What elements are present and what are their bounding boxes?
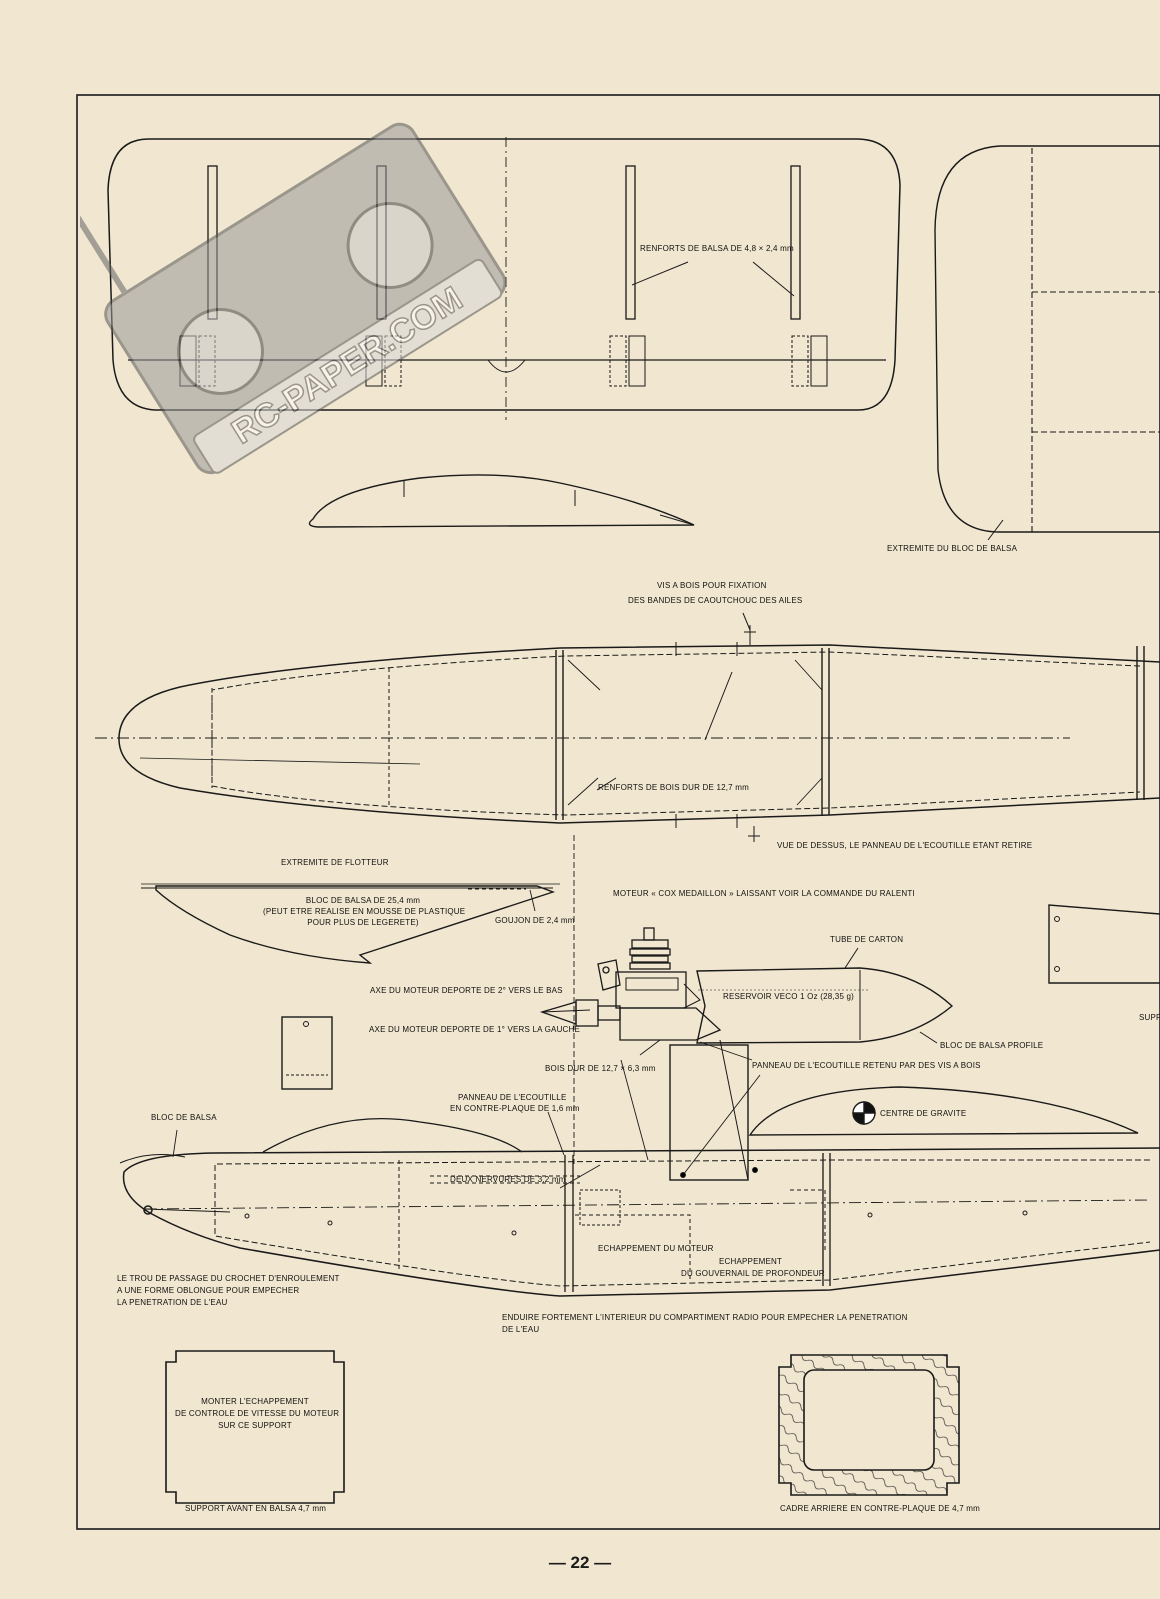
fuselage-top-bulkheads [211,625,1145,842]
reinforcement-leaders [631,261,795,297]
motor-label: MOTEUR « COX MEDAILLON » LAISSANT VOIR L… [613,889,915,898]
fuselage-top-view [95,644,1160,824]
profiled-block-leader [919,1031,938,1044]
joystick-right-icon [346,201,434,289]
balsa-block-label: BLOC DE BALSA [151,1113,217,1122]
front-support-line1: MONTER L'ECHAPPEMENT [201,1397,309,1406]
dowel-leader [529,889,536,912]
screw-label-line2: DES BANDES DE CAOUTCHOUC DES AILES [628,596,803,605]
front-support-outline [165,1350,345,1504]
wing-tip-plan [934,145,1160,533]
rear-frame-drawing [778,1354,960,1496]
support-partial-label: SUPP [1139,1013,1160,1022]
float-block-line3: POUR PLUS DE LEGERETE) [307,918,419,927]
block-end-leader [987,519,1004,541]
hardwood-reinforcement-label: RENFORTS DE BOIS DUR DE 12,7 mm [598,783,749,792]
servo-plate-part [281,1016,333,1090]
float-block-line1: BLOC DE BALSA DE 25,4 mm [305,896,421,905]
top-view-leaders [596,612,751,791]
hole-note-line1: LE TROU DE PASSAGE DU CROCHET D'ENROULEM… [117,1274,340,1283]
dowel-label: GOUJON DE 2,4 mm [495,916,575,925]
tank-label: RESERVOIR VECO 1 Oz (28,35 g) [723,992,855,1001]
engine-drawing [539,927,722,1041]
side-view-bulkheads [244,1153,1028,1292]
gravity-center-label: CENTRE DE GRAVITE [880,1109,967,1118]
screw-label-line1: VIS A BOIS POUR FIXATION [657,581,767,590]
block-end-label: EXTREMITE DU BLOC DE BALSA [887,544,1018,553]
antenna-icon [80,215,128,295]
front-support-line2: DE CONTROLE DE VITESSE DU MOTEUR [175,1409,340,1418]
rear-frame-caption: CADRE ARRIERE EN CONTRE-PLAQUE DE 4,7 mm [780,1504,981,1513]
float-block-line2: (PEUT ETRE REALISE EN MOUSSE DE PLASTIQU… [263,907,466,916]
front-support-caption: SUPPORT AVANT EN BALSA 4,7 mm [185,1504,327,1513]
cardboard-tube-label: TUBE DE CARTON [830,935,904,944]
page-number: — 22 — [548,1553,612,1572]
hatch-label-line2: EN CONTRE-PLAQUE DE 1,6 mm [450,1104,580,1113]
elevator-exhaust-line2: DU GOUVERNAIL DE PROFONDEUR [681,1269,825,1278]
wing-reinforcement-label: RENFORTS DE BALSA DE 4,8 × 2,4 mm [640,244,794,253]
plan-border [76,94,1160,1530]
axis-left-label: AXE DU MOTEUR DEPORTE DE 1° VERS LA GAUC… [369,1025,581,1034]
hardwood-mount-label: BOIS DUR DE 12,7 × 6,3 mm [545,1064,656,1073]
hatch-label-line1: PANNEAU DE L'ECOUTILLE [458,1093,567,1102]
tube-leader [844,947,859,969]
float-tip-title: EXTREMITE DE FLOTTEUR [281,858,389,867]
motor-mount [669,1039,749,1181]
axis-down-label: AXE DU MOTEUR DEPORTE DE 2° VERS LE BAS [370,986,563,995]
profiled-block-label: BLOC DE BALSA PROFILE [940,1041,1044,1050]
canopy-fairing [748,1086,1139,1136]
rc-paper-watermark: RC-PAPER.COM [80,122,507,475]
fuselage-side-view [119,1117,1160,1297]
engine-exhaust-label: ECHAPPEMENT DU MOTEUR [598,1244,714,1253]
coating-note-line1: ENDUIRE FORTEMENT L'INTERIEUR DU COMPART… [502,1313,908,1322]
joystick-left-icon [176,307,264,395]
fuel-tank [696,967,954,1044]
side-view-leaders [172,835,601,1189]
wing-rib-section [308,474,695,528]
hole-note-line2: A UNE FORME OBLONGUE POUR EMPECHER [117,1286,300,1295]
coating-note-line2: DE L'EAU [502,1325,540,1334]
two-ribs-label: DEUX NERVURES DE 3,2 mm [450,1175,566,1184]
hole-note-line3: LA PENETRATION DE L'EAU [117,1298,228,1307]
float-tip [141,883,560,964]
elevator-exhaust-line1: ECHAPPEMENT [719,1257,783,1266]
edge-support-part [1048,904,1160,984]
front-support-line3: SUR CE SUPPORT [218,1421,292,1430]
engine-leaders [541,1009,761,1178]
hatch-screws-label: PANNEAU DE L'ECOUTILLE RETENU PAR DES VI… [752,1061,981,1070]
top-view-label: VUE DE DESSUS, LE PANNEAU DE L'ECOUTILLE… [777,841,1033,850]
